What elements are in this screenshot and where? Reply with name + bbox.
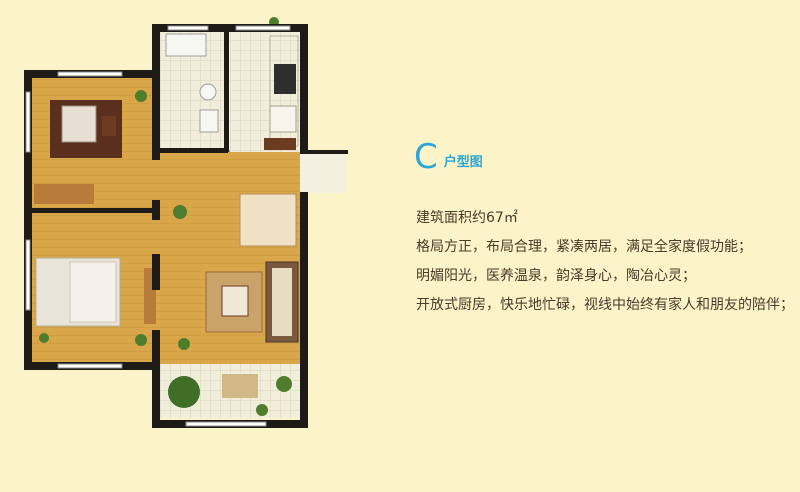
cooktop — [274, 64, 296, 94]
top-nightstand — [102, 116, 116, 136]
windows — [25, 25, 291, 427]
balcony-chairs — [222, 374, 258, 398]
top-bed — [61, 105, 97, 143]
sink — [199, 109, 219, 133]
area-line: 建筑面积约67㎡ — [416, 210, 518, 226]
plant-4 — [135, 334, 147, 346]
type-letter: C — [414, 137, 438, 177]
coffee-table — [221, 285, 249, 317]
bottom-wardrobe — [34, 184, 94, 204]
plant-1 — [135, 90, 147, 102]
dining-table — [239, 193, 297, 247]
floor-plan — [24, 17, 348, 428]
bottom-bed-quilt — [69, 261, 117, 323]
entry-mat — [300, 153, 346, 193]
toilet — [199, 83, 217, 101]
type-name: 户型图 — [443, 155, 483, 170]
plan-description: 建筑面积约67㎡ 格局方正，布局合理，紧凑两居，满足全家度假功能； 明媚阳光，医… — [416, 204, 796, 320]
plan-title: C 户型图 — [414, 140, 483, 174]
kitchen-island — [264, 138, 296, 150]
bathtub — [165, 33, 207, 57]
fridge — [269, 105, 297, 133]
feature-line: 格局方正，布局合理，紧凑两居，满足全家度假功能； — [416, 239, 752, 255]
feature-line: 明媚阳光，医养温泉，韵泽身心，陶冶心灵； — [416, 268, 696, 284]
plant-2 — [173, 205, 187, 219]
plant-5 — [178, 338, 190, 350]
sofa-cushion — [272, 268, 292, 336]
plant-3 — [39, 333, 49, 343]
plant-6 — [168, 376, 200, 408]
feature-line: 开放式厨房，快乐地忙碌，视线中始终有家人和朋友的陪伴； — [416, 297, 794, 313]
plant-9 — [256, 404, 268, 416]
plant-8 — [276, 376, 292, 392]
